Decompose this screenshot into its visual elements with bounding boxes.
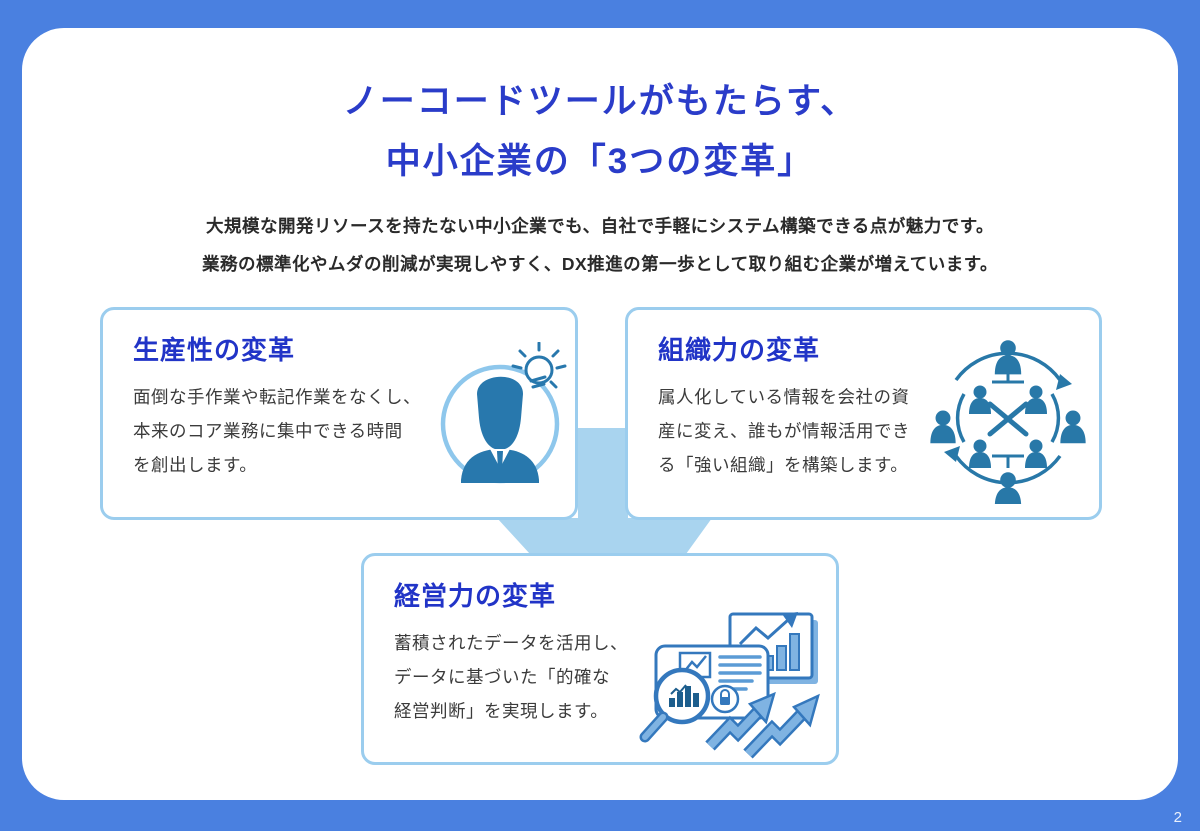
card-management-title: 経営力の変革 <box>394 581 557 611</box>
card-productivity: 生産性の変革 面倒な手作業や転記作業をなくし、 本来のコア業務に集中できる時間 … <box>100 307 578 520</box>
card-organization: 組織力の変革 属人化している情報を会社の資 産に変え、誰もが情報活用でき る「強… <box>625 307 1102 520</box>
person-lightbulb-icon <box>440 342 567 484</box>
card-organization-body: 属人化している情報を会社の資 産に変え、誰もが情報活用でき る「強い組織」を構築… <box>658 387 910 475</box>
data-analytics-icon <box>639 612 820 759</box>
card-management: 経営力の変革 蓄積されたデータを活用し、 データに基づいた「的確な 経営判断」を… <box>361 553 839 765</box>
organization-network-icon <box>930 340 1086 504</box>
card-management-body: 蓄積されたデータを活用し、 データに基づいた「的確な 経営判断」を実現します。 <box>394 633 628 721</box>
page-title: ノーコードツールがもたらす、 中小企業の「3つの変革」 <box>342 82 858 181</box>
card-organization-title: 組織力の変革 <box>658 335 821 365</box>
funnel-arrow-shape <box>497 428 712 554</box>
intro-text: 大規模な開発リソースを持たない中小企業でも、自社で手軽にシステム構築できる点が魅… <box>202 216 998 274</box>
card-productivity-title: 生産性の変革 <box>133 335 296 365</box>
card-productivity-body: 面倒な手作業や転記作業をなくし、 本来のコア業務に集中できる時間 を創出します。 <box>133 387 421 475</box>
page-number: 2 <box>1173 809 1182 826</box>
